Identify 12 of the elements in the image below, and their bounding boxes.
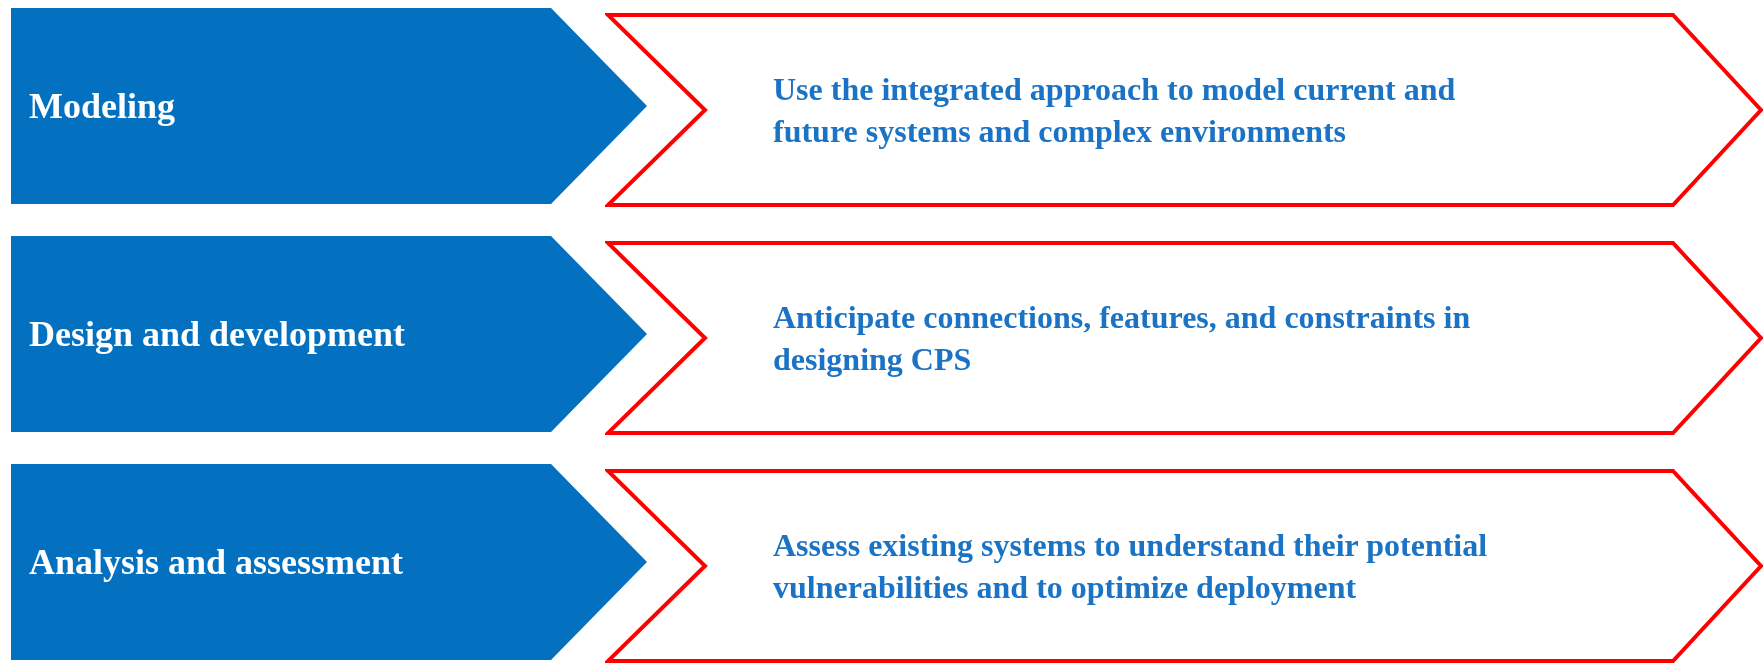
step-banner <box>11 464 647 660</box>
step-description: Use the integrated approach to model current and future systems and complex environments <box>773 70 1457 151</box>
step-banner <box>11 236 647 432</box>
description-banner <box>605 12 1763 208</box>
step-banner <box>11 8 647 204</box>
step-title: Analysis and assessment <box>29 541 404 583</box>
step-description: Assess existing systems to understand their potential vulnerabilities and to optimize deployment <box>773 526 1489 607</box>
step-title: Design and development <box>29 313 406 355</box>
description-banner <box>605 468 1763 664</box>
step-title: Modeling <box>29 85 175 127</box>
description-banner <box>605 240 1763 436</box>
step-description: Anticipate connections, features, and constraints in designing CPS <box>773 298 1472 379</box>
